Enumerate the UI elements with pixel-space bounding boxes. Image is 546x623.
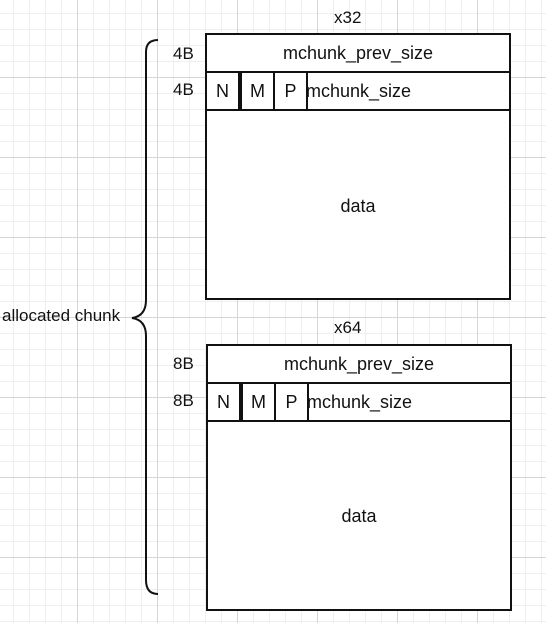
x64-prev-size-label: mchunk_prev_size [283,354,435,374]
x32-title: x32 [334,8,362,27]
x32-size-row: N M P mchunk_size [207,73,509,111]
x64-title: x64 [334,318,362,337]
x32-prev-size-label: mchunk_prev_size [282,43,434,63]
x64-flag-m: M [241,384,276,420]
x64-prev-size-width: 8B [173,354,194,373]
allocated-chunk-label: allocated chunk [2,306,121,325]
x64-data-label: data [341,506,377,526]
x32-size-width: 4B [173,80,194,99]
x64-flag-n: N [208,384,241,420]
x32-prev-size-width: 4B [173,44,194,63]
x32-flag-p: P [275,73,308,109]
x64-prev-size-row: mchunk_prev_size [208,346,510,384]
x64-size-label: mchunk_size [307,392,413,412]
x64-chunk-box: mchunk_prev_size N M P mchunk_size data [206,344,512,611]
x32-prev-size-row: mchunk_prev_size [207,35,509,73]
x32-chunk-box: mchunk_prev_size N M P mchunk_size data [205,33,511,300]
x32-data-label: data [340,196,376,216]
x64-flag-p: P [276,384,309,420]
x32-flag-n: N [207,73,240,109]
x32-flag-m: M [240,73,275,109]
x64-size-width: 8B [173,391,194,410]
x64-size-row: N M P mchunk_size [208,384,510,422]
x32-size-label: mchunk_size [306,81,412,101]
